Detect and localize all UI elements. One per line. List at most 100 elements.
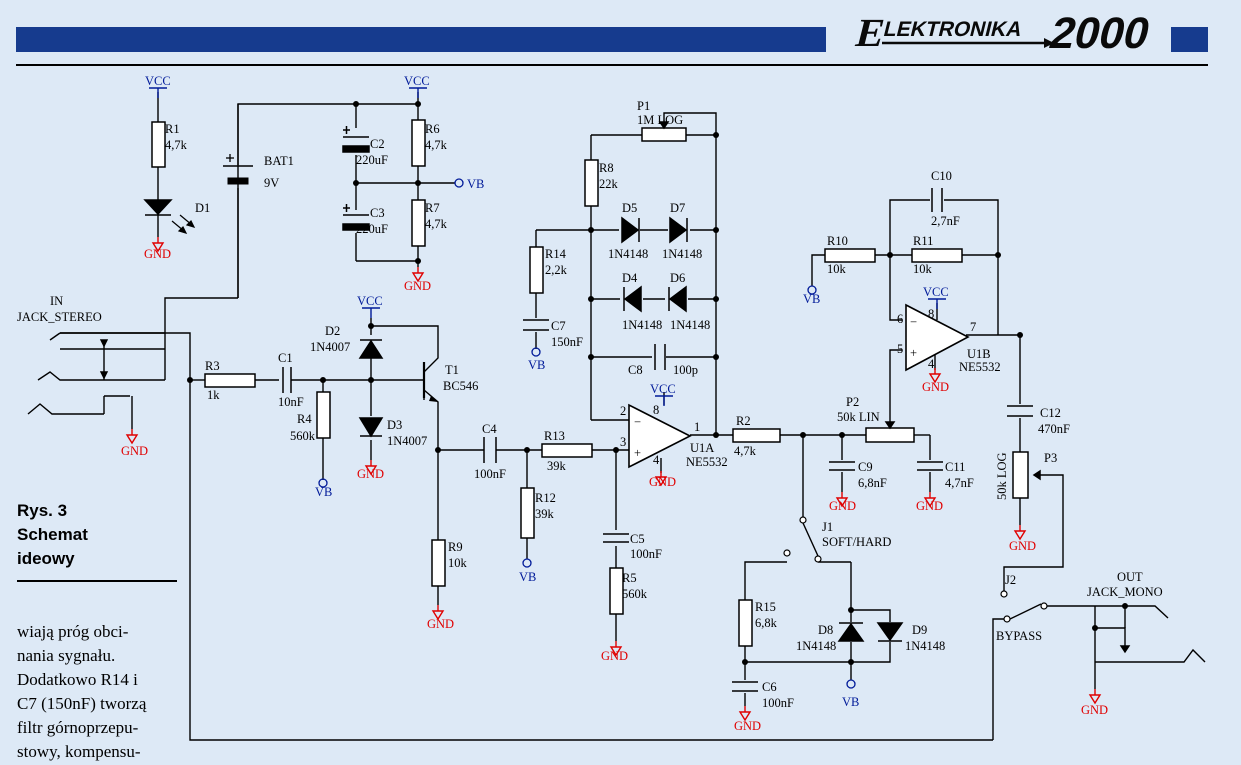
r6-value: 4,7k: [425, 138, 448, 152]
plus-sign: +: [634, 446, 641, 460]
gnd-label: GND: [121, 444, 148, 458]
text-line: wiają próg obci-: [17, 622, 129, 641]
gnd-label: GND: [427, 617, 454, 631]
gnd-label: GND: [734, 719, 761, 733]
vb-label: VB: [315, 485, 332, 499]
d4-value: 1N4148: [622, 318, 662, 332]
vcc-label: VCC: [404, 74, 430, 88]
u1a-value: NE5532: [686, 455, 728, 469]
jack-out-contacts: [99, 339, 1131, 654]
component-labels: R1 4,7k D1 BAT1 9V C2 220uF C3 220uF R6 …: [17, 99, 1163, 710]
c11-value: 4,7nF: [945, 476, 974, 490]
gnd-label: GND: [357, 467, 384, 481]
vb-label: VB: [842, 695, 859, 709]
r5-ref: R5: [622, 571, 637, 585]
gnd-label: GND: [144, 247, 171, 261]
j2-value: BYPASS: [996, 629, 1042, 643]
header-bar-right: [1171, 27, 1208, 52]
d5-value: 1N4148: [608, 247, 648, 261]
c7-value: 150nF: [551, 335, 583, 349]
emitter-arrow: [429, 396, 438, 402]
r1-value: 4,7k: [165, 138, 188, 152]
pin-number: 2: [620, 404, 626, 418]
d8-value: 1N4148: [796, 639, 836, 653]
vb-label: VB: [467, 177, 484, 191]
c2-value: 220uF: [356, 153, 388, 167]
r8-ref: R8: [599, 161, 614, 175]
gnd-label: GND: [922, 380, 949, 394]
r14-value: 2,2k: [545, 263, 568, 277]
c8-ref: C8: [628, 363, 643, 377]
c1-ref: C1: [278, 351, 293, 365]
r13-body: [541, 443, 593, 458]
gnd-label: GND: [649, 475, 676, 489]
power-symbols: [126, 87, 1101, 721]
d3-ref: D3: [387, 418, 402, 432]
r4-body: [316, 391, 331, 439]
c6-ref: C6: [762, 680, 777, 694]
r12-value: 39k: [535, 507, 555, 521]
r13-ref: R13: [544, 429, 565, 443]
d4-ref: D4: [622, 271, 638, 285]
out-ref: OUT: [1117, 570, 1143, 584]
capacitors: [282, 126, 1033, 692]
c4-ref: C4: [482, 422, 497, 436]
pot-wipers: [658, 120, 1041, 481]
bat1-ref: BAT1: [264, 154, 294, 168]
p3-ref: P3: [1044, 451, 1057, 465]
r12-body: [520, 487, 535, 539]
battery-bat1: [223, 154, 253, 185]
pin-number: 6: [897, 312, 903, 326]
pin-number: 8: [928, 307, 934, 321]
r9-ref: R9: [448, 540, 463, 554]
r3-value: 1k: [207, 388, 220, 402]
r3-ref: R3: [205, 359, 220, 373]
r15-value: 6,8k: [755, 616, 778, 630]
header-bar-left: [16, 27, 826, 52]
header-rule: [16, 64, 1208, 66]
minus-sign: −: [634, 415, 641, 429]
r14-ref: R14: [545, 247, 567, 261]
r15-ref: R15: [755, 600, 776, 614]
vb-label: VB: [519, 570, 536, 584]
c10-value: 2,7nF: [931, 214, 960, 228]
opamps: [628, 303, 970, 469]
p1-body: [641, 127, 687, 142]
c12-value: 470nF: [1038, 422, 1070, 436]
bat1-value: 9V: [264, 176, 279, 190]
d8-ref: D8: [818, 623, 833, 637]
d5-ref: D5: [622, 201, 637, 215]
u1b-value: NE5532: [959, 360, 1001, 374]
c11-ref: C11: [945, 460, 965, 474]
c1-value: 10nF: [278, 395, 304, 409]
logo-word: LEKTRONIKA: [881, 17, 1024, 41]
c4-value: 100nF: [474, 467, 506, 481]
d2-ref: D2: [325, 324, 340, 338]
junction-dots: [187, 101, 1128, 665]
c2-ref: C2: [370, 137, 385, 151]
r1-body: [151, 121, 166, 168]
c5-ref: C5: [630, 532, 645, 546]
j2-ref: J2: [1005, 573, 1016, 587]
r3-body: [204, 373, 256, 388]
r6-ref: R6: [425, 122, 440, 136]
t1-ref: T1: [445, 363, 459, 377]
in-ref: IN: [50, 294, 63, 308]
caption-line: ideowy: [17, 549, 75, 568]
pin-number: 4: [928, 357, 935, 371]
r5-body: [609, 567, 624, 615]
caption-line: Schemat: [17, 525, 88, 544]
r1-ref: R1: [165, 122, 180, 136]
led-arrows: [171, 214, 196, 234]
r7-value: 4,7k: [425, 217, 448, 231]
vcc-label: VCC: [923, 285, 949, 299]
r8-value: 22k: [599, 177, 619, 191]
r8-body: [584, 159, 599, 207]
gnd-label: GND: [1081, 703, 1108, 717]
r15-body: [738, 599, 753, 647]
caption-line: Rys. 3: [17, 501, 68, 520]
r4-value: 560k: [290, 429, 316, 443]
gnd-label: GND: [601, 649, 628, 663]
r10-body: [824, 248, 876, 263]
pin-number: 4: [653, 453, 660, 467]
